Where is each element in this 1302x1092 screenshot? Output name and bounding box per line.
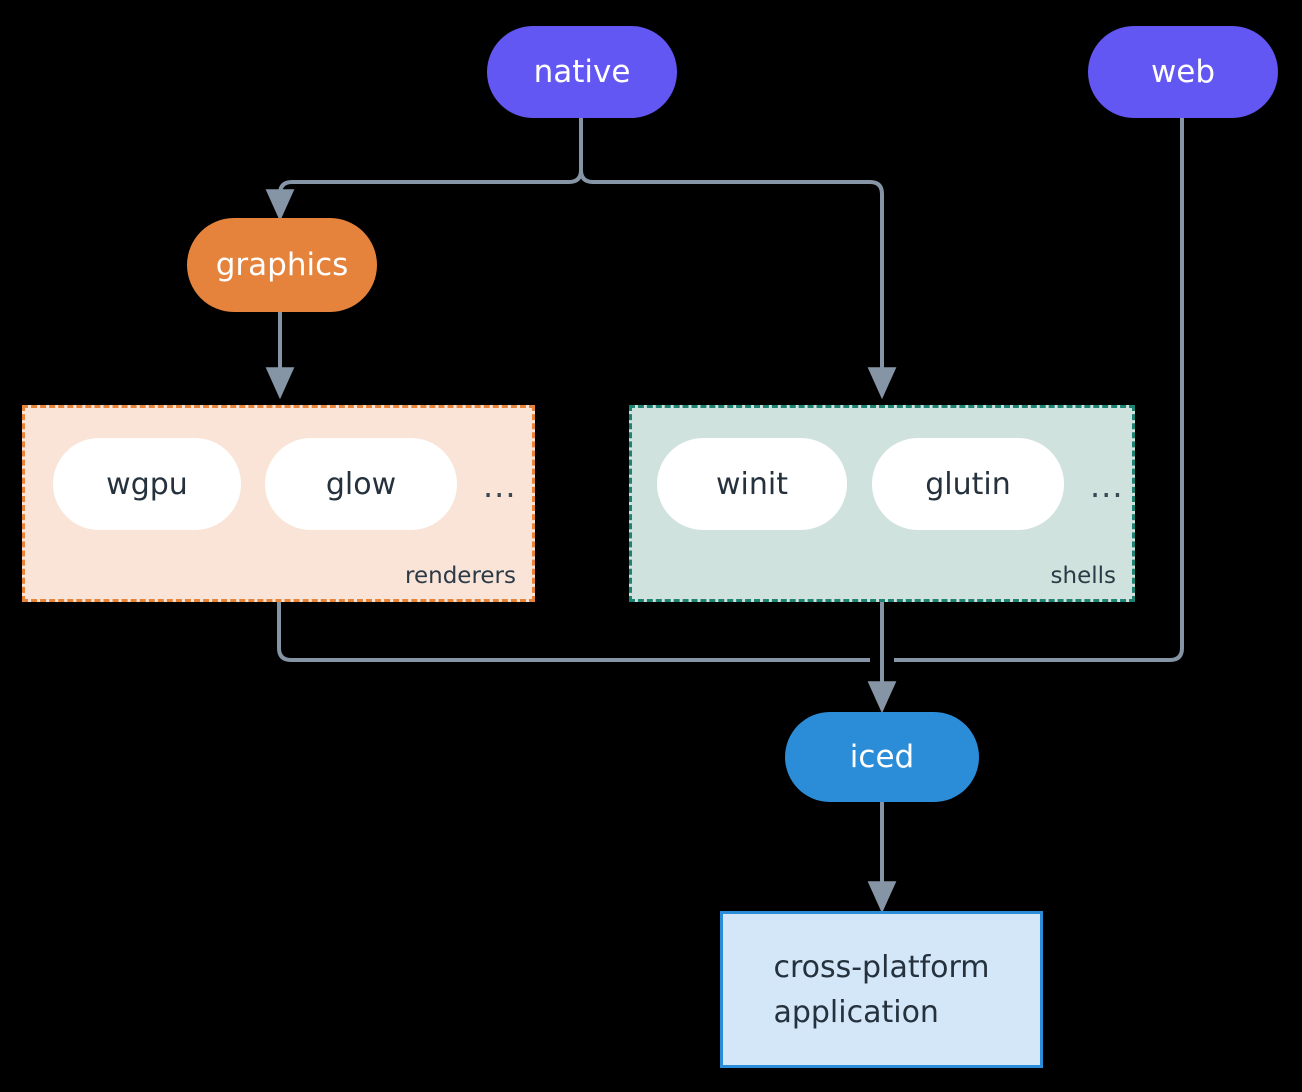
group-renderers: wgpu glow ... renderers bbox=[22, 405, 535, 602]
leaf-winit[interactable]: winit bbox=[657, 438, 847, 530]
shells-more-ellipsis: ... bbox=[1090, 467, 1124, 505]
group-shells: winit glutin ... shells bbox=[629, 405, 1135, 602]
node-graphics[interactable]: graphics bbox=[187, 218, 377, 312]
leaf-glow[interactable]: glow bbox=[265, 438, 457, 530]
edge-native-to-shells bbox=[579, 118, 897, 400]
edge-renderers-to-iced bbox=[277, 602, 870, 662]
node-iced[interactable]: iced bbox=[785, 712, 979, 802]
node-native[interactable]: native bbox=[487, 26, 677, 118]
edge-native-to-graphics bbox=[265, 118, 583, 222]
application-line-2: application bbox=[773, 994, 939, 1030]
leaf-winit-label: winit bbox=[716, 466, 788, 502]
leaf-glutin[interactable]: glutin bbox=[872, 438, 1064, 530]
group-renderers-caption: renderers bbox=[405, 563, 516, 589]
leaf-wgpu[interactable]: wgpu bbox=[53, 438, 241, 530]
node-web[interactable]: web bbox=[1088, 26, 1278, 118]
leaf-glutin-label: glutin bbox=[925, 466, 1011, 502]
node-cross-platform-application[interactable]: cross-platform application bbox=[720, 911, 1043, 1068]
node-native-label: native bbox=[533, 53, 631, 90]
node-graphics-label: graphics bbox=[215, 246, 349, 283]
leaf-glow-label: glow bbox=[325, 466, 397, 502]
leaf-wgpu-label: wgpu bbox=[106, 466, 188, 502]
application-line-1: cross-platform bbox=[773, 949, 990, 985]
group-shells-caption: shells bbox=[1050, 563, 1116, 589]
renderers-more-ellipsis: ... bbox=[483, 467, 517, 505]
node-iced-label: iced bbox=[849, 738, 915, 775]
node-web-label: web bbox=[1150, 53, 1216, 90]
